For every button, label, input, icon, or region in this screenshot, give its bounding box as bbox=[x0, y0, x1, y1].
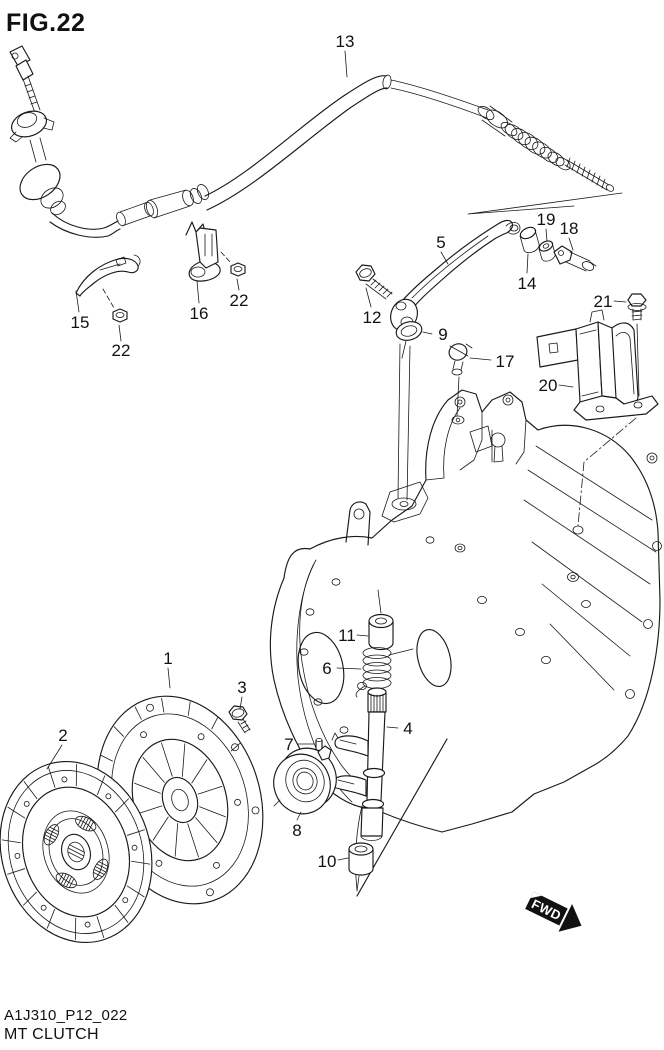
part-11-bushing bbox=[368, 589, 394, 651]
leader-line bbox=[236, 278, 240, 291]
leader-line bbox=[356, 634, 369, 637]
leader-line bbox=[337, 857, 349, 861]
part-label-4: 4 bbox=[403, 719, 412, 738]
part-3-bolt bbox=[228, 705, 251, 734]
part-label-6: 6 bbox=[322, 659, 331, 678]
part-10-bushing bbox=[348, 842, 374, 892]
leader-line bbox=[196, 280, 200, 304]
part-15-cable-clip bbox=[75, 254, 141, 297]
part-label-1: 1 bbox=[163, 649, 172, 668]
part-label-20: 20 bbox=[539, 376, 558, 395]
part-18-switch-joint bbox=[553, 245, 597, 272]
part-label-16: 16 bbox=[190, 304, 209, 323]
leader-line bbox=[469, 357, 492, 361]
part-label-12: 12 bbox=[363, 308, 382, 327]
part-8-release-bearing bbox=[273, 745, 337, 815]
part-label-5: 5 bbox=[436, 233, 445, 252]
leader-line bbox=[75, 290, 80, 313]
transmission-case bbox=[269, 343, 662, 897]
leader-line bbox=[386, 726, 399, 729]
part-label-11: 11 bbox=[338, 626, 356, 645]
part-20-bracket bbox=[536, 309, 659, 535]
leader-line bbox=[526, 253, 529, 274]
part-22-nut-b bbox=[230, 262, 246, 277]
part-label-15: 15 bbox=[71, 313, 90, 332]
part-label-14: 14 bbox=[518, 274, 537, 293]
part-label-8: 8 bbox=[292, 821, 301, 840]
leader-line bbox=[568, 237, 574, 251]
part-16-cable-clamp bbox=[185, 221, 221, 282]
part-label-19: 19 bbox=[537, 210, 556, 229]
leader-line bbox=[440, 251, 449, 265]
part-2-clutch-disc bbox=[0, 760, 153, 944]
leader-line bbox=[365, 287, 372, 308]
leader-line bbox=[422, 331, 433, 335]
part-label-22b: 22 bbox=[230, 291, 249, 310]
part-4-release-shaft bbox=[329, 687, 387, 841]
leader-line bbox=[167, 667, 171, 689]
part-label-3: 3 bbox=[237, 678, 246, 697]
figure-title: FIG.22 bbox=[6, 9, 86, 37]
part-13-clutch-cable bbox=[9, 45, 623, 238]
leader-line bbox=[613, 300, 627, 303]
part-label-18: 18 bbox=[560, 219, 579, 238]
leader-line bbox=[545, 228, 548, 242]
leader-line bbox=[118, 324, 122, 342]
part-label-7: 7 bbox=[284, 735, 293, 754]
leader-line bbox=[558, 384, 574, 388]
part-14-pin bbox=[519, 226, 540, 254]
part-17-clamp bbox=[448, 343, 473, 425]
part-5-release-lever bbox=[390, 219, 521, 332]
callout-labels: 1 2 3 4 5 6 7 8 9 10 11 12 13 14 15 16 1… bbox=[58, 32, 612, 871]
part-label-2: 2 bbox=[58, 726, 67, 745]
callout-leaders bbox=[46, 50, 627, 861]
part-label-22a: 22 bbox=[112, 341, 131, 360]
part-19-joint bbox=[538, 240, 556, 262]
leader-line bbox=[296, 811, 302, 821]
part-22-nut-a bbox=[112, 308, 128, 323]
leader-line-dashed bbox=[220, 251, 232, 264]
part-label-9: 9 bbox=[438, 325, 447, 344]
leader-line-dashed bbox=[102, 288, 115, 309]
part-21-bolt bbox=[627, 293, 647, 397]
drawing-code: A1J310_P12_022 bbox=[4, 1007, 128, 1024]
leader-line bbox=[336, 667, 362, 670]
part-label-21: 21 bbox=[594, 292, 613, 311]
arrow-highlight bbox=[530, 891, 542, 899]
leader-line bbox=[239, 696, 243, 710]
leader-line bbox=[344, 50, 348, 78]
part-label-17: 17 bbox=[496, 352, 515, 371]
part-label-13: 13 bbox=[336, 32, 355, 51]
figure-caption: MT CLUTCH bbox=[4, 1026, 99, 1043]
leader-line bbox=[46, 744, 63, 770]
part-12-bolt bbox=[355, 264, 393, 300]
part-label-10: 10 bbox=[318, 852, 337, 871]
part-9-seal bbox=[395, 321, 423, 341]
leader-line bbox=[401, 340, 407, 359]
fwd-arrow: FWD bbox=[525, 891, 582, 932]
part-6-spring bbox=[355, 647, 414, 698]
cable-pointer-line bbox=[467, 192, 623, 215]
